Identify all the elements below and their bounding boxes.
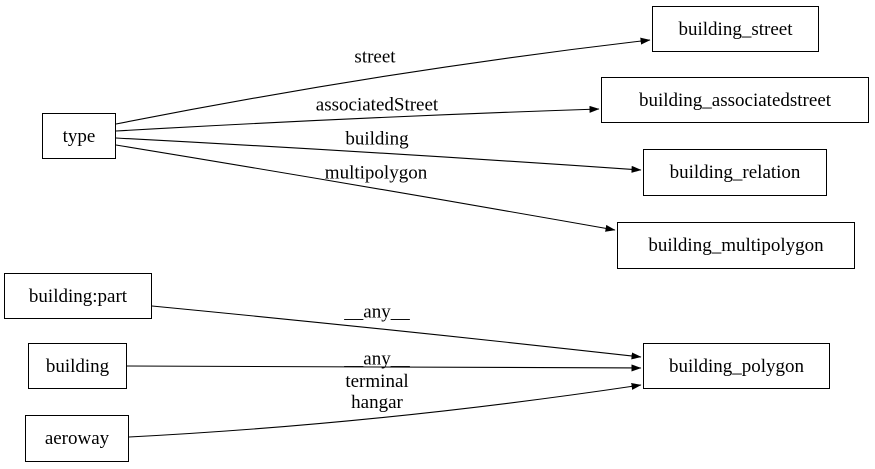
edge-label-associatedstreet: associatedStreet (315, 94, 439, 116)
edge-type-building-multipolygon (115, 144, 616, 232)
edge-label-any-1: __any__ (344, 301, 410, 323)
edge-label-any-2: __any__ (344, 348, 410, 370)
node-building: building (28, 343, 127, 389)
edge-type-building-street (115, 37, 651, 125)
node-aeroway: aeroway (25, 415, 129, 462)
node-building-street: building_street (652, 6, 819, 52)
edge-building-building-polygon (126, 364, 642, 372)
edge-type-building-relation (115, 137, 642, 173)
node-building-part: building:part (4, 273, 152, 319)
node-building-multipolygon: building_multipolygon (617, 222, 855, 269)
edge-label-multipolygon: multipolygon (324, 162, 428, 184)
edge-type-building-associatedstreet (115, 105, 600, 132)
edge-aeroway-building-polygon (128, 382, 642, 438)
node-building-relation: building_relation (643, 149, 827, 196)
edge-buildingpart-building-polygon (151, 305, 642, 360)
edge-label-terminal-hangar: terminal hangar (345, 371, 409, 413)
node-type: type (42, 113, 116, 159)
node-building-polygon: building_polygon (643, 343, 830, 389)
edge-label-building: building (345, 128, 409, 150)
edge-label-street: street (354, 46, 396, 68)
node-building-associatedstreet: building_associatedstreet (601, 77, 869, 123)
